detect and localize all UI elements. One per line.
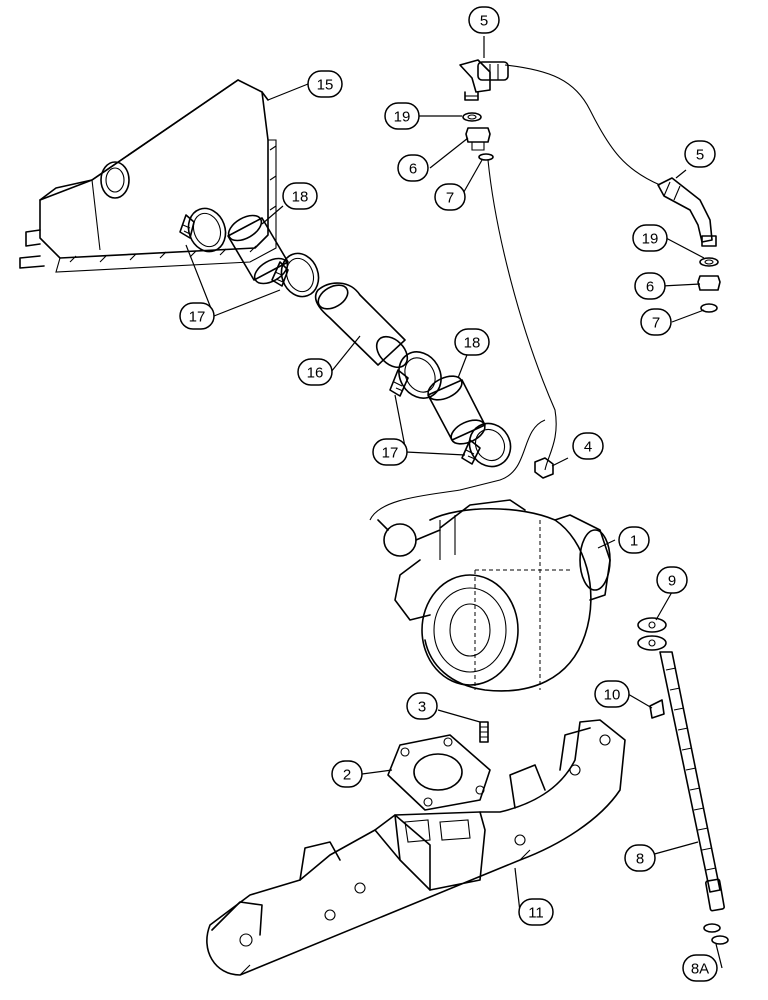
hose-clamp-part-17-upper	[179, 207, 320, 298]
callout-6: 6	[634, 272, 666, 300]
oil-drain-hose-part-8	[659, 651, 725, 912]
callout-bubble	[656, 566, 688, 594]
callout-8a: 8A	[682, 954, 718, 982]
callout-5: 5	[684, 140, 716, 168]
o-ring-part-7-upper	[478, 153, 494, 161]
callout-bubble	[454, 328, 490, 356]
adapter-part-6-lower	[697, 275, 721, 291]
callout-18: 18	[282, 182, 318, 210]
callout-19: 19	[632, 224, 668, 252]
callout-label: 4	[584, 439, 592, 456]
callout-label: 7	[446, 190, 454, 207]
callout-9: 9	[656, 566, 688, 594]
callout-label: 15	[317, 77, 334, 94]
callout-bubble	[632, 224, 668, 252]
callout-bubble	[618, 526, 650, 554]
gasket-part-9	[637, 617, 667, 651]
callout-label: 5	[480, 13, 488, 30]
callout-bubble	[397, 154, 429, 182]
callout-label: 8	[636, 851, 644, 868]
callout-bubble	[406, 692, 438, 720]
callout-10: 10	[594, 680, 630, 708]
callout-label: 17	[189, 309, 206, 326]
callout-bubble	[384, 102, 420, 130]
callout-19: 19	[384, 102, 420, 130]
callout-label: 8A	[691, 961, 709, 978]
callout-bubble	[572, 432, 604, 460]
adapter-part-6-upper	[465, 127, 491, 151]
callout-label: 11	[528, 905, 544, 922]
callout-label: 2	[343, 767, 351, 784]
callout-bubble	[624, 844, 656, 872]
intake-tube-part-16	[314, 282, 409, 369]
callout-4: 4	[572, 432, 604, 460]
callout-bubble	[179, 302, 215, 330]
callout-bubble	[434, 183, 466, 211]
callout-label: 5	[696, 147, 704, 164]
callout-6: 6	[397, 154, 429, 182]
callout-11: 11	[518, 898, 554, 926]
callout-label: 10	[604, 687, 621, 704]
callout-bubble	[640, 308, 672, 336]
callout-5: 5	[468, 6, 500, 34]
callout-label: 7	[652, 315, 660, 332]
callout-bubble	[372, 438, 408, 466]
callout-bubble	[307, 70, 343, 98]
callout-bubble	[297, 358, 333, 386]
callout-label: 16	[307, 365, 324, 382]
callout-1: 1	[618, 526, 650, 554]
callout-8: 8	[624, 844, 656, 872]
stud-part-3	[479, 721, 489, 743]
clamp-part-10	[649, 699, 665, 719]
callout-7: 7	[640, 308, 672, 336]
callout-bubble	[468, 6, 500, 34]
washer-part-19-upper	[462, 112, 482, 122]
gasket-part-2	[387, 734, 491, 811]
hose-sleeve-part-18-lower	[427, 375, 486, 445]
callout-bubble	[331, 760, 363, 788]
callout-bubble	[518, 898, 554, 926]
o-ring-part-8a	[703, 923, 729, 945]
callout-label: 19	[642, 231, 659, 248]
callout-15: 15	[307, 70, 343, 98]
elbow-fitting-part-5-upper	[459, 59, 509, 101]
callout-bubble	[594, 680, 630, 708]
callout-17: 17	[372, 438, 408, 466]
callout-bubble	[682, 954, 718, 982]
callout-label: 18	[464, 335, 481, 352]
intake-housing-part-15	[19, 79, 277, 273]
leader-lines	[185, 36, 723, 969]
exhaust-manifold-part-11	[206, 719, 626, 976]
callout-bubble	[282, 182, 318, 210]
callout-label: 3	[418, 699, 426, 716]
callout-label: 19	[394, 109, 411, 126]
o-ring-part-7-lower	[700, 303, 718, 313]
elbow-fitting-part-5-lower	[657, 177, 717, 247]
callout-label: 17	[382, 445, 399, 462]
callout-18: 18	[454, 328, 490, 356]
callout-label: 6	[409, 161, 417, 178]
hose-sleeve-part-18-upper	[227, 214, 289, 285]
callout-label: 1	[630, 533, 638, 550]
callout-label: 18	[292, 189, 309, 206]
callout-16: 16	[297, 358, 333, 386]
callout-label: 6	[646, 279, 654, 296]
callout-label: 9	[668, 573, 676, 590]
callout-2: 2	[331, 760, 363, 788]
turbocharger-part-1	[377, 499, 611, 692]
callout-bubble	[634, 272, 666, 300]
callout-bubble	[684, 140, 716, 168]
washer-part-19-lower	[699, 257, 719, 267]
callout-3: 3	[406, 692, 438, 720]
callout-17: 17	[179, 302, 215, 330]
callout-7: 7	[434, 183, 466, 211]
oil-feed-line	[369, 64, 661, 521]
fitting-part-4	[534, 457, 554, 479]
